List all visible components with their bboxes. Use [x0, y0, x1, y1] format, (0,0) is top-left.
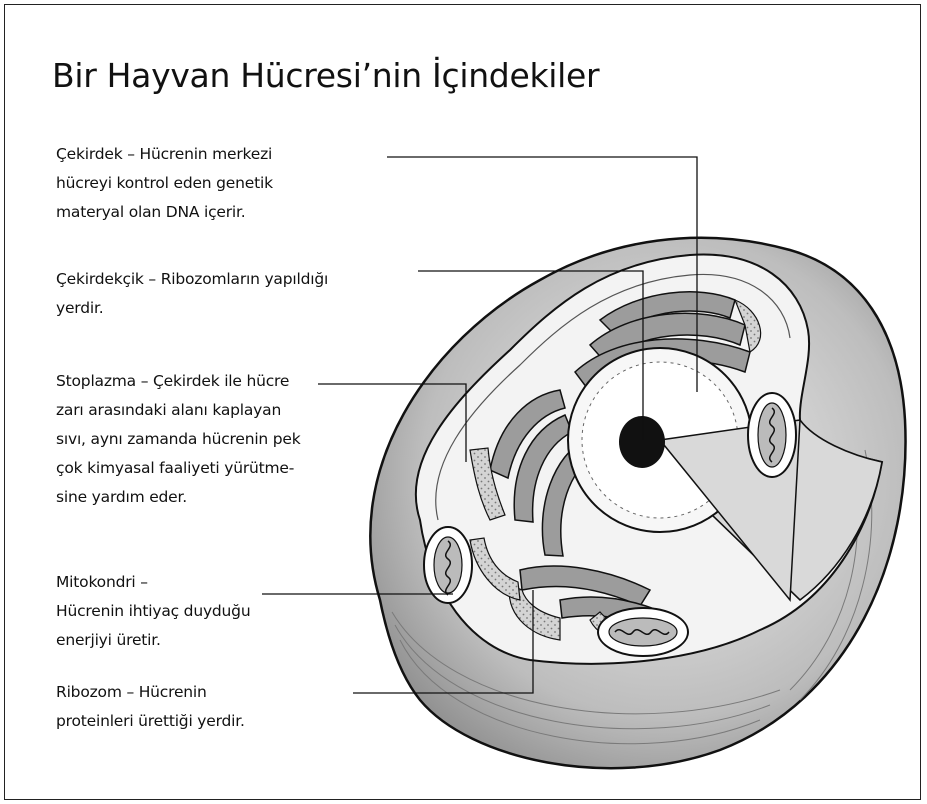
- nucleus-label-line: materyal olan DNA içerir.: [56, 198, 273, 227]
- nucleus-label-line: hücreyi kontrol eden genetik: [56, 169, 273, 198]
- ribosome-label-line: Ribozom – Hücrenin: [56, 678, 245, 707]
- nucleolus-label: Çekirdekçik – Ribozomların yapıldığı yer…: [56, 265, 328, 323]
- cytoplasm-label-line: zarı arasındaki alanı kaplayan: [56, 396, 301, 425]
- nucleolus: [619, 416, 665, 468]
- cytoplasm-label-line: çok kimyasal faaliyeti yürütme-: [56, 454, 301, 483]
- cytoplasm-label-line: sıvı, aynı zamanda hücrenin pek: [56, 425, 301, 454]
- nucleolus-label-line: Çekirdekçik – Ribozomların yapıldığı: [56, 265, 328, 294]
- nucleus-label-line: Çekirdek – Hücrenin merkezi: [56, 140, 273, 169]
- mitochondrion-bottom: [598, 608, 688, 656]
- mitochondrion-right: [748, 393, 796, 477]
- ribosome-label: Ribozom – Hücrenin proteinleri ürettiği …: [56, 678, 245, 736]
- mitochondrion-left: [424, 527, 472, 603]
- mitochondria-label: Mitokondri – Hücrenin ihtiyaç duyduğu en…: [56, 568, 250, 655]
- mitochondria-label-line: enerjiyi üretir.: [56, 626, 250, 655]
- mitochondria-label-line: Mitokondri –: [56, 568, 250, 597]
- cytoplasm-label-line: sine yardım eder.: [56, 483, 301, 512]
- nucleolus-label-line: yerdir.: [56, 294, 328, 323]
- mitochondria-label-line: Hücrenin ihtiyaç duyduğu: [56, 597, 250, 626]
- ribosome-label-line: proteinleri ürettiği yerdir.: [56, 707, 245, 736]
- cytoplasm-label-line: Stoplazma – Çekirdek ile hücre: [56, 367, 301, 396]
- cytoplasm-label: Stoplazma – Çekirdek ile hücre zarı aras…: [56, 367, 301, 512]
- nucleus-label: Çekirdek – Hücrenin merkezi hücreyi kont…: [56, 140, 273, 227]
